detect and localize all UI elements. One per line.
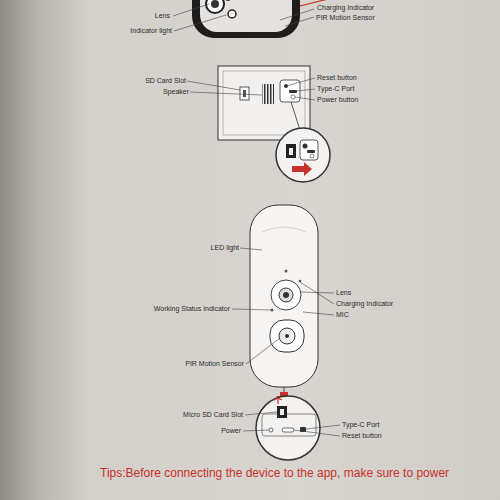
part-label: Type-C Port <box>342 421 379 429</box>
part-label: Speaker <box>163 88 189 96</box>
part-label: Power <box>221 427 241 435</box>
part-label: MIC <box>336 311 349 319</box>
part-label: Power button <box>317 96 358 104</box>
part-label: Reset button <box>317 74 357 82</box>
part-label: Indicator light <box>130 27 172 35</box>
part-label: Reset button <box>342 432 382 440</box>
part-label: PIR Motion Sensor <box>185 360 244 368</box>
part-label: LED light <box>211 244 239 252</box>
tip-note: Tips:Before connecting the device to the… <box>100 466 449 480</box>
part-label: Type-C Port <box>317 85 354 93</box>
part-label: Lens <box>155 12 170 20</box>
part-label: PIR Motion Sensor <box>316 14 375 22</box>
part-label: Working Status Indicator <box>154 305 230 313</box>
part-label: SD Card Slot <box>145 77 186 85</box>
part-label: Charging Indicator <box>336 300 393 308</box>
part-label: Lens <box>336 289 351 297</box>
part-label: Micro SD Card Slot <box>183 411 243 419</box>
part-label: Charging Indicator <box>317 4 374 12</box>
